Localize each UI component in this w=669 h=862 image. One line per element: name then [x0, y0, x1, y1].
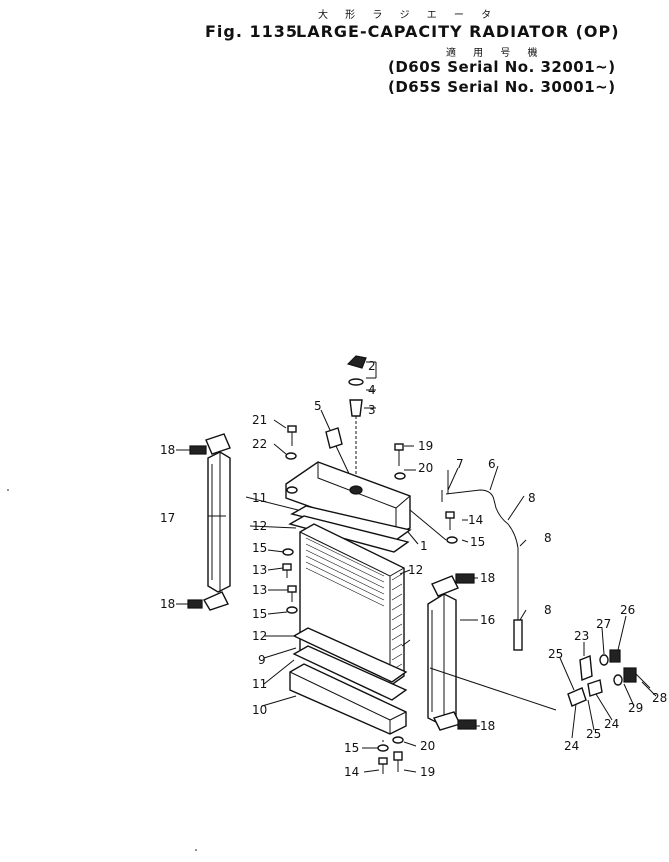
bolt-19-20-lower	[392, 736, 404, 772]
callout-12: 12	[408, 563, 423, 577]
figure-number: Fig. 1135	[205, 22, 299, 41]
callout-23: 23	[574, 629, 589, 643]
callout-13: 13	[252, 563, 267, 577]
callout-15: 15	[470, 535, 485, 549]
overflow-pipe	[441, 470, 523, 651]
callout-4: 4	[368, 383, 376, 397]
scan-speck	[7, 489, 9, 491]
callout-15: 15	[252, 607, 267, 621]
callout-17: 17	[160, 511, 175, 525]
callout-19: 19	[418, 439, 433, 453]
callout-21: 21	[252, 413, 267, 427]
callout-19: 19	[420, 765, 435, 779]
callout-11: 11	[252, 677, 267, 691]
japanese-title: 大 形 ラ ジ エ ー タ	[318, 10, 499, 21]
callout-3: 3	[368, 403, 376, 417]
callout-8: 8	[528, 491, 536, 505]
bracket-assembly	[429, 649, 651, 711]
callout-12: 12	[252, 629, 267, 643]
cap-assembly	[346, 355, 377, 480]
plate-12-upper	[288, 515, 410, 553]
bolt-14-15-upper	[409, 509, 458, 544]
scan-speck	[195, 849, 197, 851]
callout-27: 27	[596, 617, 611, 631]
bottom-tank	[289, 663, 407, 735]
callout-18: 18	[160, 443, 175, 457]
japanese-applicable-models: 適 用 号 機	[446, 48, 545, 59]
callout-25: 25	[586, 727, 601, 741]
callout-2: 2	[368, 359, 376, 373]
callout-24: 24	[564, 739, 579, 753]
leader-lines	[176, 449, 657, 773]
callout-13: 13	[252, 583, 267, 597]
callout-29: 29	[628, 701, 643, 715]
callout-14: 14	[468, 513, 483, 527]
bolt-19-20-upper	[394, 443, 416, 480]
callout-28: 28	[652, 691, 667, 705]
side-bolts-13-15	[282, 548, 298, 614]
callout-8: 8	[544, 603, 552, 617]
callout-18: 18	[480, 719, 495, 733]
part-5-cap	[325, 427, 343, 449]
callout-15: 15	[252, 541, 267, 555]
left-support-17	[187, 433, 231, 611]
gasket-11-lower	[292, 645, 408, 701]
callout-8: 8	[544, 531, 552, 545]
callout-16: 16	[480, 613, 495, 627]
callout-1: 1	[420, 539, 428, 553]
callout-6: 6	[488, 457, 496, 471]
callout-numbers: 2 4 3 5 21 22 19 20 7 6 8 8 8 18 17 18 1…	[160, 359, 667, 779]
right-support-16	[427, 573, 477, 731]
callout-20: 20	[418, 461, 433, 475]
callout-7: 7	[456, 457, 464, 471]
bolt-21-22	[273, 419, 297, 460]
callout-10: 10	[252, 703, 267, 717]
callout-18: 18	[480, 571, 495, 585]
callout-5: 5	[314, 399, 322, 413]
callout-18: 18	[160, 597, 175, 611]
callout-11: 11	[252, 491, 267, 505]
callout-15: 15	[344, 741, 359, 755]
callout-20: 20	[420, 739, 435, 753]
bolt-14-15-lower	[377, 740, 389, 774]
serial-range-d65s: (D65S Serial No. 30001~)	[388, 78, 616, 96]
serial-range-d60s: (D60S Serial No. 32001~)	[388, 58, 616, 76]
callout-9: 9	[258, 653, 266, 667]
plate-12-lower	[292, 627, 408, 683]
callout-25: 25	[548, 647, 563, 661]
callout-14: 14	[344, 765, 359, 779]
callout-22: 22	[252, 437, 267, 451]
callout-26: 26	[620, 603, 635, 617]
figure-title: LARGE-CAPACITY RADIATOR (OP)	[296, 22, 620, 41]
callout-24: 24	[604, 717, 619, 731]
callout-12: 12	[252, 519, 267, 533]
